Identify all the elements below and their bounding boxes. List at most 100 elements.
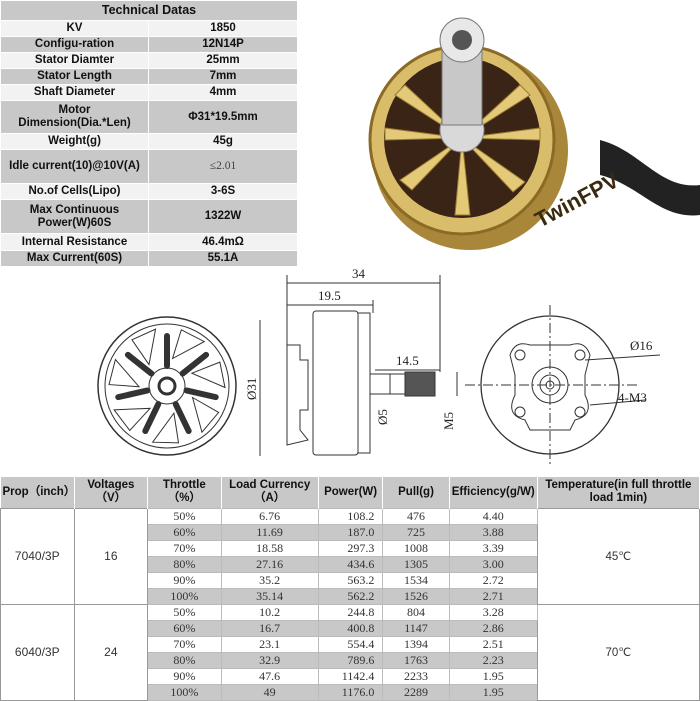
power-cell: 244.8 <box>317 603 384 621</box>
performance-table: Prop（inch）Voltages（V）Throttle（%）Load Cur… <box>0 477 700 701</box>
tech-row: Weight(g)45g <box>0 133 298 150</box>
column-header: Throttle（%） <box>147 477 222 508</box>
current-cell: 32.9 <box>220 651 319 669</box>
current-cell: 35.14 <box>220 587 319 605</box>
throttle-cell: 90% <box>147 571 222 589</box>
tech-value: 12N14P <box>148 36 298 53</box>
current-cell: 27.16 <box>220 555 319 573</box>
current-cell: 18.58 <box>220 539 319 557</box>
tech-value: 55.1A <box>148 250 298 267</box>
column-header: Power(W) <box>318 477 384 508</box>
efficiency-cell: 4.40 <box>448 507 538 525</box>
power-cell: 400.8 <box>317 619 384 637</box>
pull-cell: 1305 <box>382 555 450 573</box>
rotor-vent <box>191 396 220 434</box>
current-cell: 10.2 <box>220 603 319 621</box>
tech-label: Max Continuous Power(W)60S <box>0 199 149 234</box>
pull-cell: 2233 <box>382 667 450 685</box>
column-header: Voltages（V） <box>74 477 149 508</box>
throttle-cell: 80% <box>147 555 222 573</box>
current-cell: 11.69 <box>220 523 319 541</box>
column-header: Pull(g) <box>382 477 450 508</box>
dim-shaft-diameter: Ø5 <box>375 409 390 425</box>
tech-label: Max Current(60S) <box>0 250 149 267</box>
power-cell: 554.4 <box>317 635 384 653</box>
power-cell: 108.2 <box>317 507 384 525</box>
tech-row: Motor Dimension(Dia.*Len)Φ31*19.5mm <box>0 100 298 134</box>
rotor-spoke <box>142 401 162 435</box>
rotor-vent <box>171 329 206 360</box>
pull-cell: 1534 <box>382 571 450 589</box>
power-cell: 187.0 <box>317 523 384 541</box>
column-header: Prop（inch） <box>0 477 75 508</box>
tech-label: Idle current(10)@10V(A) <box>0 149 149 184</box>
tech-label: Shaft Diameter <box>0 84 149 101</box>
current-cell: 6.76 <box>220 507 319 525</box>
efficiency-cell: 3.28 <box>448 603 538 621</box>
temperature-cell: 70℃ <box>536 603 700 701</box>
rotor-spoke <box>172 401 192 435</box>
pull-cell: 1763 <box>382 651 450 669</box>
pull-cell: 1526 <box>382 587 450 605</box>
efficiency-cell: 2.71 <box>448 587 538 605</box>
pull-cell: 804 <box>382 603 450 621</box>
side-view <box>259 275 458 456</box>
back-view <box>465 305 661 465</box>
tech-title: Technical Datas <box>0 0 298 21</box>
throttle-cell: 50% <box>147 603 222 621</box>
rotor-spoke <box>115 387 151 401</box>
tech-row: Idle current(10)@10V(A)≤2.01 <box>0 149 298 184</box>
tech-value: 3-6S <box>148 183 298 200</box>
pull-cell: 1008 <box>382 539 450 557</box>
tech-label: Configu-ration <box>0 36 149 53</box>
front-view <box>97 316 237 456</box>
rotor-spoke <box>179 351 210 377</box>
voltage-cell: 24 <box>73 603 149 701</box>
throttle-cell: 100% <box>147 683 222 701</box>
tech-value: 25mm <box>148 52 298 69</box>
pull-cell: 476 <box>382 507 450 525</box>
pull-cell: 1394 <box>382 635 450 653</box>
pull-cell: 2289 <box>382 683 450 701</box>
throttle-cell: 60% <box>147 619 222 637</box>
throttle-cell: 80% <box>147 651 222 669</box>
efficiency-cell: 2.23 <box>448 651 538 669</box>
tech-row: Max Current(60S)55.1A <box>0 250 298 267</box>
efficiency-cell: 1.95 <box>448 683 538 701</box>
tech-label: Weight(g) <box>0 133 149 150</box>
throttle-cell: 70% <box>147 635 222 653</box>
power-cell: 1142.4 <box>317 667 384 685</box>
rotor-vent <box>151 411 180 444</box>
rotor-vent <box>131 328 157 366</box>
tech-value: 45g <box>148 133 298 150</box>
throttle-cell: 90% <box>147 667 222 685</box>
tech-label: Internal Resistance <box>0 233 149 251</box>
tech-value: 1850 <box>148 20 298 37</box>
tech-value: 4mm <box>148 84 298 101</box>
column-header: Temperature(in full throttle load 1min) <box>537 477 700 508</box>
column-header: Efficiency(g/W) <box>449 477 538 508</box>
dimension-drawing: 34 19.5 14.5 Ø31 Ø5 M5 Ø16 4-M3 <box>97 266 661 465</box>
tech-value: 46.4mΩ <box>148 233 298 251</box>
dim-mount-holes: 4-M3 <box>618 390 647 405</box>
pull-cell: 725 <box>382 523 450 541</box>
tech-label: Stator Length <box>0 68 149 85</box>
dim-shaft-length: 14.5 <box>396 353 419 368</box>
current-cell: 35.2 <box>220 571 319 589</box>
dim-length-total: 34 <box>352 266 366 281</box>
prop-cell: 6040/3P <box>0 603 75 701</box>
dim-body-length: 19.5 <box>318 288 341 303</box>
current-cell: 47.6 <box>220 667 319 685</box>
efficiency-cell: 2.86 <box>448 619 538 637</box>
power-cell: 297.3 <box>317 539 384 557</box>
tech-label: No.of Cells(Lipo) <box>0 183 149 200</box>
